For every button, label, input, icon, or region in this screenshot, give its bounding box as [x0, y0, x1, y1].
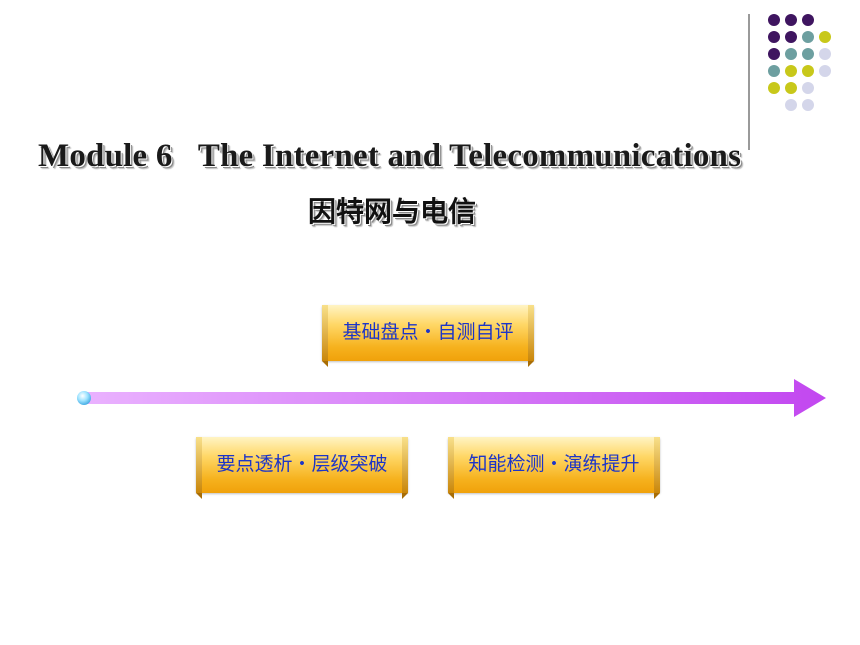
- decorative-dot: [785, 31, 797, 43]
- decorative-dot: [802, 48, 814, 60]
- decorative-dot: [819, 65, 831, 77]
- decorative-dot: [802, 99, 814, 111]
- corner-divider-line: [748, 14, 750, 150]
- decorative-dot: [819, 31, 831, 43]
- arrow-start-bulb: [77, 391, 91, 405]
- decorative-dot: [768, 48, 780, 60]
- practice-button[interactable]: 知能检测・演练提升: [448, 437, 660, 499]
- module-title-english: Module 6 The Internet and Telecommunicat…: [38, 138, 742, 174]
- decorative-dot: [768, 14, 780, 26]
- decorative-dot: [768, 82, 780, 94]
- decorative-dot: [802, 65, 814, 77]
- key-points-button[interactable]: 要点透析・层级突破: [196, 437, 408, 499]
- practice-label: 知能检测・演练提升: [468, 453, 640, 475]
- decorative-dot: [819, 48, 831, 60]
- decorative-dot: [802, 31, 814, 43]
- key-points-label: 要点透析・层级突破: [216, 453, 388, 475]
- decorative-dot: [785, 48, 797, 60]
- decorative-dot: [785, 14, 797, 26]
- basic-review-button[interactable]: 基础盘点・自测自评: [322, 305, 534, 367]
- decorative-dot: [785, 99, 797, 111]
- decorative-dot: [768, 65, 780, 77]
- basic-review-label: 基础盘点・自测自评: [342, 321, 514, 343]
- decorative-dot: [802, 14, 814, 26]
- module-title-chinese: 因特网与电信: [308, 195, 477, 228]
- decorative-dot: [768, 31, 780, 43]
- decorative-dot: [802, 82, 814, 94]
- decorative-dot: [785, 82, 797, 94]
- decorative-dot: [785, 65, 797, 77]
- timeline-arrow: [77, 379, 826, 417]
